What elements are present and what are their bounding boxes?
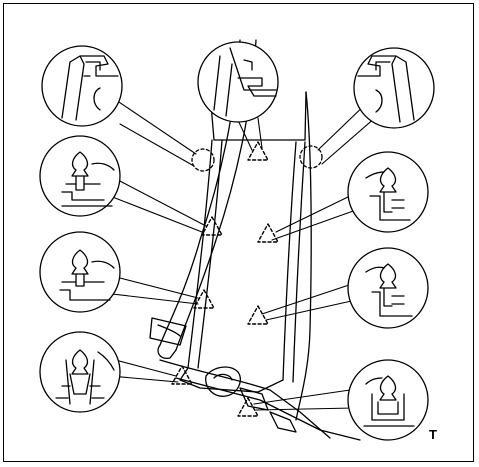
callout-claw-clip-right-1 bbox=[347, 151, 429, 233]
clip-marker-left-middle bbox=[193, 289, 215, 309]
clip-marker-left-lower bbox=[171, 365, 193, 385]
callout-guide-clip-right bbox=[353, 47, 435, 129]
clip-marker-top bbox=[247, 141, 269, 161]
leader-lines bbox=[107, 95, 385, 411]
figure-code-label: T bbox=[429, 427, 437, 442]
callout-claw-clip-left-2 bbox=[39, 231, 121, 313]
clip-marker-right-upper bbox=[257, 223, 279, 243]
callout-claw-clip-left-1 bbox=[39, 135, 121, 217]
callout-claw-clip-right-3 bbox=[347, 359, 429, 441]
callout-claw-clip-left-3 bbox=[39, 331, 121, 413]
callout-guide-clip-left bbox=[41, 45, 123, 127]
clip-marker-left-upper bbox=[201, 216, 223, 236]
pillar-garnish-panel bbox=[159, 91, 361, 441]
clip-marker-right-middle bbox=[247, 305, 269, 325]
callout-claw-clip-right-2 bbox=[347, 247, 429, 329]
callout-guide-clip-top bbox=[197, 41, 279, 123]
guide-clip-location-left bbox=[191, 148, 215, 172]
clip-marker-right-lower bbox=[237, 397, 259, 417]
guide-clip-location-right bbox=[299, 145, 323, 169]
